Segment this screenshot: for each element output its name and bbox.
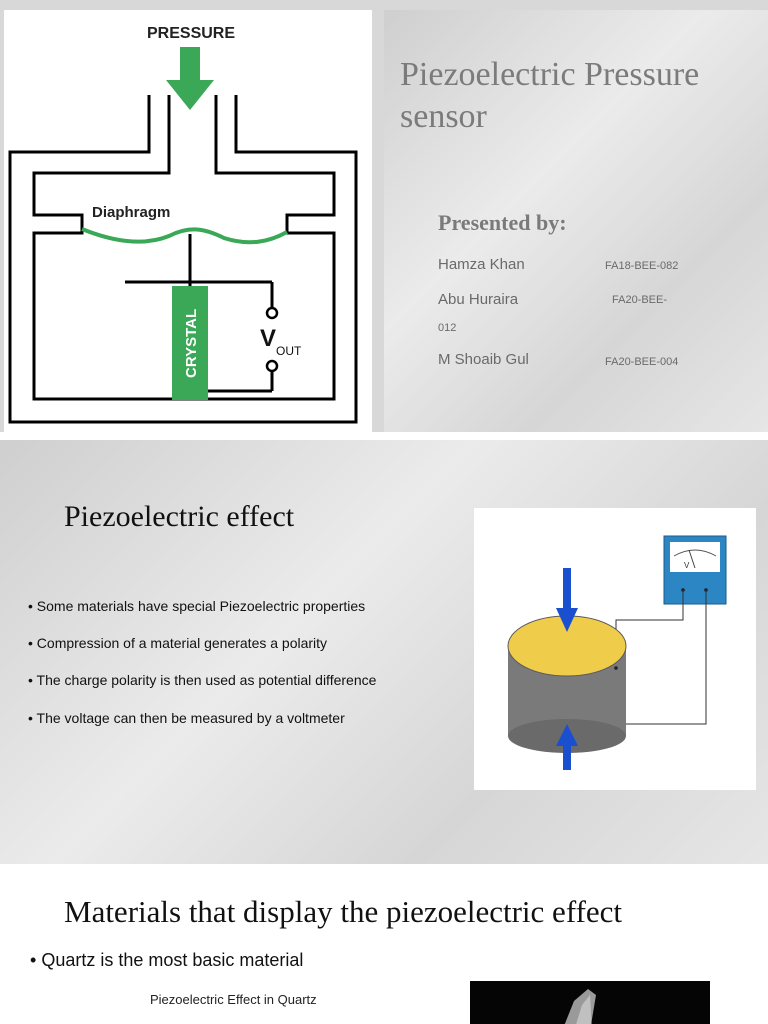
slide-materials: Materials that display the piezoelectric… [0, 868, 768, 1024]
quartz-crystal-image [564, 989, 596, 1024]
voltmeter-scale [673, 549, 717, 557]
presenter-name: Hamza Khan [438, 256, 525, 273]
piezo-figure: V [474, 508, 756, 790]
piezo-figure-svg: V [507, 535, 727, 770]
bullet-item: • Compression of a material generates a … [28, 635, 328, 651]
quartz-highlight [576, 995, 592, 1024]
quartz-photo [470, 981, 710, 1024]
bullet-text: Compression of a material generates a po… [36, 635, 328, 651]
slide-title: Materials that display the piezoelectric… [64, 894, 623, 929]
presenter-id: FA20-BEE-004 [605, 356, 679, 368]
diaphragm-label: Diaphragm [92, 204, 170, 221]
bullet-item: • The voltage can then be measured by a … [28, 710, 345, 726]
housing-outline [8, 95, 358, 424]
slide-piezo-effect: Piezoelectric effect • Some materials ha… [0, 440, 768, 864]
slide-pressure-sensor: PRESSURE Diaphragm CRYSTAL V OUT Piezoel… [0, 0, 768, 432]
presenter-name: M Shoaib Gul [438, 351, 529, 368]
presenter-name: Abu Huraira [438, 291, 519, 308]
crystal-block [172, 286, 208, 400]
presenter-id: FA20-BEE- [612, 294, 668, 306]
bullet-text: Some materials have special Piezoelectri… [36, 598, 366, 614]
vout-sub: OUT [276, 344, 302, 358]
pressure-arrow-icon [166, 47, 214, 110]
compression-arrow-up-icon [556, 724, 578, 770]
slide-title: Piezoelectric effect [64, 500, 295, 533]
title-panel: Piezoelectric Pressure sensor Presented … [384, 10, 768, 432]
bullet-item: • Quartz is the most basic material [30, 950, 304, 970]
diaphragm-wave [81, 227, 288, 245]
compression-arrow-down-icon [556, 568, 578, 632]
bullet-text: The voltage can then be measured by a vo… [36, 710, 345, 726]
sensor-diagram-svg: PRESSURE Diaphragm CRYSTAL V OUT [8, 25, 358, 424]
presenter-id: FA18-BEE-082 [605, 260, 679, 272]
bullet-text: The charge polarity is then used as pote… [36, 672, 377, 688]
crystal-label: CRYSTAL [183, 309, 200, 378]
wire-bottom [622, 590, 707, 725]
figure-caption: Piezoelectric Effect in Quartz [150, 992, 317, 1007]
bullet-item: • Some materials have special Piezoelect… [28, 598, 366, 614]
terminal-bottom [265, 359, 279, 373]
terminal-top [265, 306, 279, 320]
bullet-text: Quartz is the most basic material [41, 950, 304, 970]
sensor-diagram: PRESSURE Diaphragm CRYSTAL V OUT [4, 10, 372, 432]
electrode-dot [614, 666, 618, 670]
presenter-id-cont: 012 [438, 322, 457, 334]
bullet-item: • The charge polarity is then used as po… [28, 672, 377, 688]
vout-v: V [260, 325, 276, 352]
presented-by-heading: Presented by: [438, 210, 567, 235]
voltmeter-needle [688, 549, 696, 569]
pressure-label: PRESSURE [147, 25, 235, 42]
presentation-title: Piezoelectric Pressure sensor [400, 56, 700, 135]
voltmeter-symbol: V [684, 561, 690, 570]
